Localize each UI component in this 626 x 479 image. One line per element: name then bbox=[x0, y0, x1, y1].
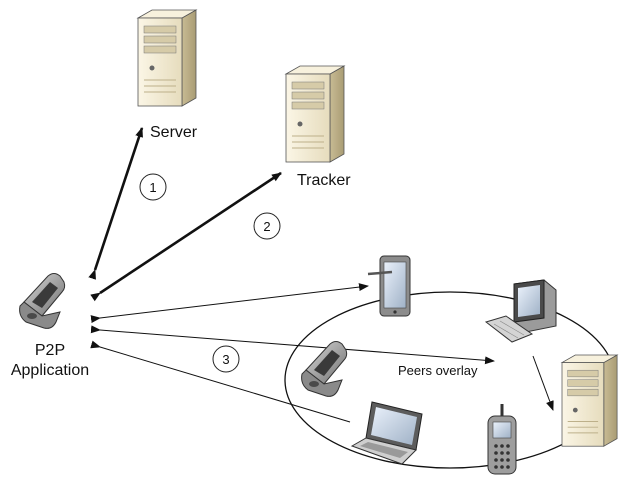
cell-phone-icon bbox=[487, 404, 517, 475]
app-label-line2: Application bbox=[10, 362, 90, 379]
step-2-badge: 2 bbox=[253, 212, 281, 240]
tracker-label: Tracker bbox=[297, 172, 351, 189]
server-tower-icon bbox=[137, 9, 197, 107]
arrow-app-peer bbox=[90, 325, 495, 365]
peer-phone-icon bbox=[301, 341, 348, 397]
step-1-badge: 1 bbox=[139, 173, 167, 201]
mobile-phone-icon bbox=[19, 273, 66, 329]
arrow-app-tablet bbox=[90, 283, 369, 324]
server-label: Server bbox=[150, 124, 198, 141]
arrow-desktop-server bbox=[532, 355, 554, 411]
desktop-computer-icon bbox=[484, 279, 557, 343]
tracker-tower-icon bbox=[285, 65, 345, 163]
peer-server-icon bbox=[561, 354, 618, 447]
app-label-line1: P2P bbox=[34, 342, 66, 359]
tablet-icon bbox=[367, 255, 411, 317]
step-1-label: 1 bbox=[149, 180, 156, 195]
arrow-app-laptop bbox=[90, 340, 351, 423]
step-2-label: 2 bbox=[263, 219, 270, 234]
arrow-app-tracker bbox=[90, 171, 282, 302]
laptop-icon bbox=[350, 401, 423, 465]
step-3-label: 3 bbox=[222, 352, 229, 367]
step-3-badge: 3 bbox=[212, 345, 240, 373]
peers-overlay-label: Peers overlay bbox=[398, 363, 478, 378]
arrow-app-server bbox=[88, 127, 144, 280]
